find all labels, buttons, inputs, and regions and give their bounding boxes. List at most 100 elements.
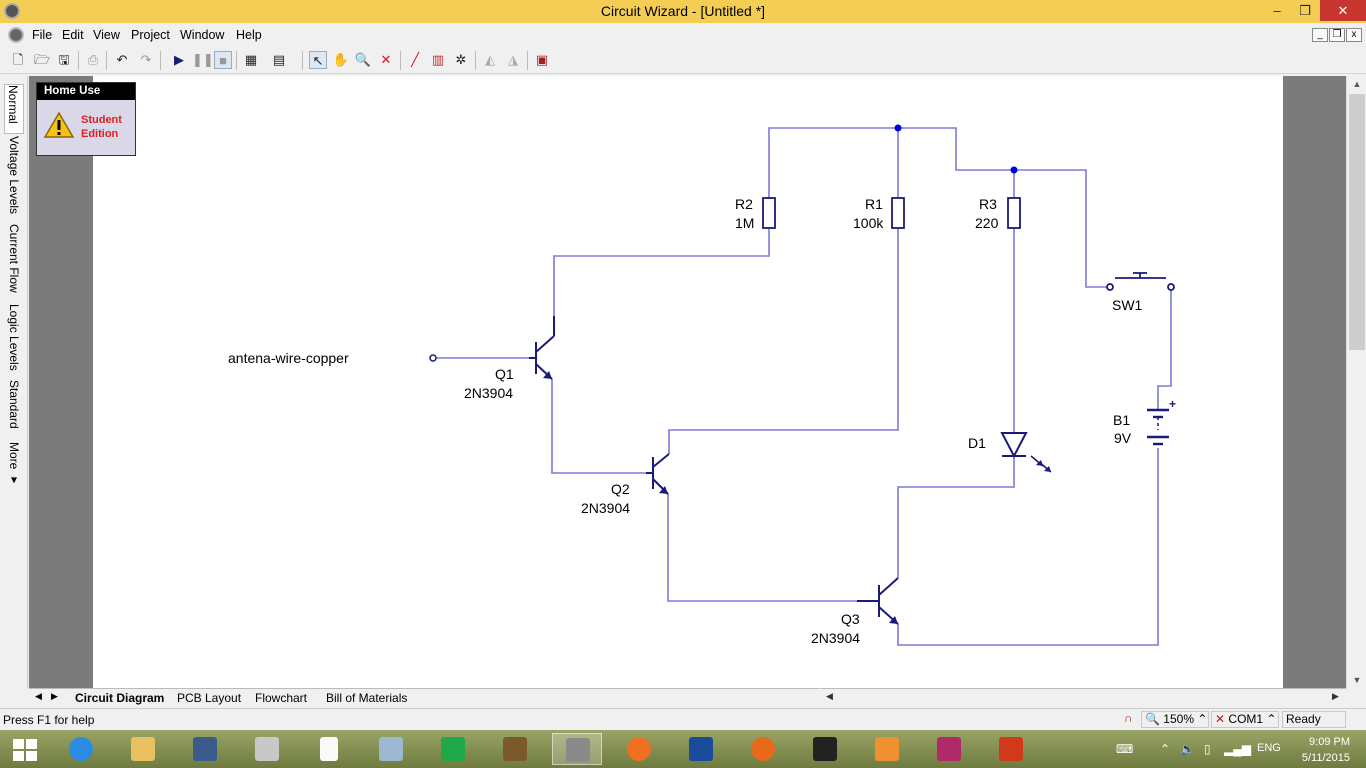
media-321-icon[interactable] [800,733,850,765]
winrar-icon[interactable] [924,733,974,765]
tab-current-flow[interactable]: Current Flow [7,224,21,293]
menu-edit[interactable]: Edit [62,28,84,42]
language-indicator[interactable]: ENG [1257,742,1281,754]
sun-app-icon[interactable] [614,733,664,765]
tab-voltage-levels[interactable]: Voltage Levels [7,136,21,215]
zoom-pane[interactable]: 🔍 150% ⌃ [1141,711,1209,728]
show-hidden-icons-icon[interactable]: ⌃ [1160,742,1171,756]
scroll-up-icon[interactable]: ▲ [1352,79,1362,89]
circuit-wizard-icon[interactable] [552,733,602,765]
r3-value: 220 [975,215,999,231]
print-icon[interactable]: ⎙ [87,52,99,67]
input-terminal[interactable] [429,354,437,362]
maximize-button[interactable]: ❐ [1299,3,1311,18]
crown-icon[interactable] [676,733,726,765]
start-icon[interactable] [0,733,50,765]
store-icon[interactable] [428,733,478,765]
tab-more[interactable]: More ▾ [7,442,21,487]
file-explorer-icon[interactable] [118,733,168,765]
keyboard-icon[interactable]: ⌨ [1116,742,1134,756]
network-icon[interactable]: ▂▄▆ [1224,742,1251,756]
zoom-stepper-icon[interactable]: ⌃ [1197,712,1208,726]
circuit-sheet[interactable]: + antena-wire-copper R2 1M R1 100k R3 22… [93,76,1283,688]
q2-ref: Q2 [611,481,630,497]
play-icon[interactable]: ▶ [174,52,184,67]
resistor-r1[interactable] [891,197,905,229]
clock[interactable]: 9:09 PM 5/11/2015 [1302,734,1350,766]
tab-flowchart[interactable]: Flowchart [255,691,308,705]
taskbar: ⌨ ⌃ 🔈 ▯ ▂▄▆ ENG 9:09 PM 5/11/2015 [0,730,1366,768]
resistor-r2[interactable] [762,197,776,229]
badge-line2: Edition [81,128,119,140]
battery-b1[interactable] [1147,408,1169,446]
mdi-restore-button[interactable]: ❐ [1329,28,1345,42]
pan-hand-icon[interactable]: ✋ [332,52,350,67]
led-d1[interactable] [1000,432,1028,459]
tab-standard[interactable]: Standard [7,380,21,429]
tab-logic-levels[interactable]: Logic Levels [7,304,21,371]
port-stepper-icon[interactable]: ⌃ [1266,712,1277,726]
mdi-close-button[interactable]: x [1346,28,1362,42]
undo-icon[interactable]: ↶ [116,52,128,67]
tab-scroll-right-icon[interactable]: ▶ [51,691,58,701]
transistor-q1[interactable] [529,316,555,380]
horizontal-scrollbar[interactable]: ◀ ▶ [820,688,1346,706]
port-pane[interactable]: ✕ COM1 ⌃ [1211,711,1279,728]
menu-project[interactable]: Project [131,28,170,42]
save-icon[interactable]: 🖫 [58,52,70,67]
magnet-icon[interactable]: ∩ [1124,711,1133,725]
window-app-icon[interactable] [180,733,230,765]
tab-bill-of-materials[interactable]: Bill of Materials [326,691,408,705]
document-menu-icon[interactable] [8,27,24,43]
toolbar: 🗋 🗁 🖫 ⎙ ↶ ↷ ▶ ❚❚ ■ ▦ ▤ ↖ ✋ 🔍 ✕ ╱ ▥ ✲ ◭ ◮… [0,47,1366,74]
office-icon[interactable] [986,733,1036,765]
rotate-right-icon[interactable]: ◮ [508,52,518,67]
board-icon[interactable]: ▤ [272,52,286,67]
mdi-minimize-button[interactable]: _ [1312,28,1328,42]
menu-help[interactable]: Help [236,28,262,42]
tab-normal[interactable]: Normal [4,84,24,134]
rotate-left-icon[interactable]: ◭ [485,52,495,67]
graph-icon[interactable]: ▥ [431,52,445,67]
install-icon[interactable] [242,733,292,765]
open-icon[interactable]: 🗁 [33,52,51,67]
tab-circuit-diagram[interactable]: Circuit Diagram [75,691,165,705]
battery-icon[interactable]: ▯ [1204,742,1211,756]
window-title: Circuit Wizard - [Untitled *] [600,3,766,19]
gallery-icon[interactable]: ✲ [455,52,467,67]
app-icon[interactable] [4,3,20,19]
redo-icon[interactable]: ↷ [140,52,152,67]
q2-value: 2N3904 [581,500,630,516]
ie-icon[interactable] [56,733,106,765]
resistor-r3[interactable] [1007,197,1021,229]
probe-icon[interactable]: ╱ [411,52,419,67]
scroll-down-icon[interactable]: ▼ [1352,675,1362,685]
scroll-right-icon[interactable]: ▶ [1332,691,1339,701]
scroll-thumb[interactable] [1349,94,1365,350]
game-icon[interactable] [490,733,540,765]
vertical-scrollbar[interactable]: ▲ ▼ [1346,76,1366,688]
pause-icon[interactable]: ❚❚ [192,52,214,67]
scroll-left-icon[interactable]: ◀ [826,691,833,701]
new-icon[interactable]: 🗋 [12,52,24,67]
transistor-q3[interactable] [857,577,899,625]
delete-icon[interactable]: ✕ [380,52,392,67]
chip-icon[interactable]: ▦ [244,52,258,67]
firefox-icon[interactable] [738,733,788,765]
stop-icon[interactable]: ■ [214,51,232,69]
media-player-icon[interactable] [862,733,912,765]
select-pointer-icon[interactable]: ↖ [309,51,327,69]
zoom-icon[interactable]: 🔍 [354,52,372,67]
menu-view[interactable]: View [93,28,120,42]
switch-sw1[interactable] [1106,272,1175,291]
tab-scroll-left-icon[interactable]: ◀ [35,691,42,701]
minimize-button[interactable]: – [1273,3,1281,18]
parts-bin-icon[interactable]: ▣ [535,52,549,67]
monitor-icon[interactable] [366,733,416,765]
blank-doc-icon[interactable] [304,733,354,765]
menu-window[interactable]: Window [180,28,225,42]
tab-pcb-layout[interactable]: PCB Layout [177,691,242,705]
menu-file[interactable]: File [32,28,53,42]
close-button[interactable]: ✕ [1320,0,1366,21]
volume-icon[interactable]: 🔈 [1180,742,1195,756]
